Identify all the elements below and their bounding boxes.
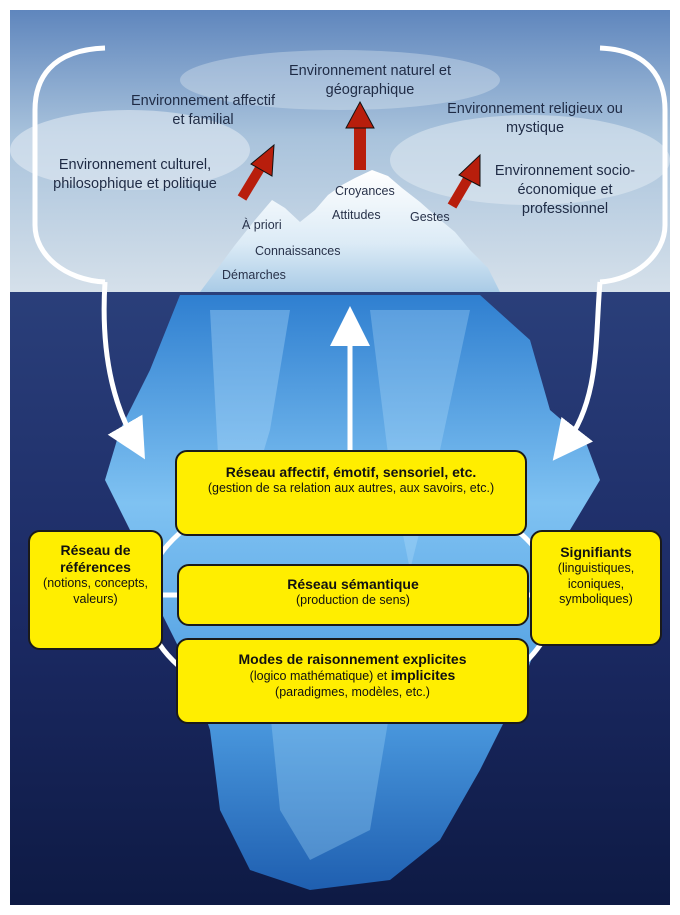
box-reseau-affectif: Réseau affectif, émotif, sensoriel, etc.… bbox=[175, 450, 527, 536]
ice-highlight bbox=[370, 310, 470, 570]
box-reseau-semantique-title: Réseau sémantique bbox=[287, 576, 419, 592]
box-modes-raisonnement-bold: implicites bbox=[390, 667, 456, 683]
box-modes-raisonnement-title: Modes de raisonnement explicites bbox=[238, 651, 467, 667]
label-environnement-culturel: Environnement culturel, philosophique et… bbox=[53, 157, 217, 192]
box-modes-raisonnement-body: (paradigmes, modèles, etc.) bbox=[275, 684, 430, 699]
box-reseau-affectif-title: Réseau affectif, émotif, sensoriel, etc. bbox=[225, 464, 477, 480]
box-signifiants-body: (linguistiques, iconiques, symboliques) bbox=[557, 561, 635, 606]
label-environnement-naturel: Environnement naturel et géographique bbox=[288, 63, 451, 98]
box-reseau-affectif-body: (gestion de sa relation aux autres, aux … bbox=[207, 481, 495, 495]
label-gestes: Gestes bbox=[410, 210, 450, 224]
label-croyances: Croyances bbox=[335, 184, 395, 198]
box-reseau-references: Réseau de références (notions, concepts,… bbox=[28, 530, 163, 650]
red-arrow-left bbox=[237, 143, 275, 201]
left-arrow bbox=[101, 281, 145, 460]
cloud bbox=[180, 50, 500, 110]
label-environnement-affectif: Environnement affectif et familial bbox=[130, 93, 275, 128]
cloud bbox=[390, 115, 670, 205]
red-arrow-center bbox=[345, 100, 375, 170]
box-signifiants: Signifiants (linguistiques, iconiques, s… bbox=[530, 530, 662, 646]
iceberg-diagram: Environnement naturel et géographique En… bbox=[10, 10, 670, 905]
box-reseau-semantique: Réseau sémantique (production de sens) bbox=[177, 564, 529, 626]
right-arrow bbox=[552, 281, 603, 461]
box-reseau-references-title: Réseau de références bbox=[60, 542, 131, 575]
label-connaissances: Connaissances bbox=[255, 244, 341, 258]
label-environnement-socio: Environnement socio-économique et profes… bbox=[494, 163, 636, 217]
ice-highlight bbox=[270, 710, 390, 860]
cloud bbox=[10, 110, 250, 190]
label-attitudes: Attitudes bbox=[332, 208, 381, 222]
red-arrow-right bbox=[447, 153, 481, 209]
label-demarches: Démarches bbox=[222, 268, 286, 282]
box-modes-raisonnement: Modes de raisonnement explicites (logico… bbox=[176, 638, 529, 724]
label-a-priori: À priori bbox=[242, 218, 282, 232]
right-brace bbox=[599, 45, 668, 285]
label-environnement-religieux: Environnement religieux ou mystique bbox=[447, 101, 623, 136]
box-signifiants-title: Signifiants bbox=[560, 544, 632, 560]
iceberg-tip bbox=[200, 170, 500, 292]
box-modes-raisonnement-mid: (logico mathématique) et bbox=[249, 669, 388, 683]
box-reseau-semantique-body: (production de sens) bbox=[296, 593, 410, 607]
box-reseau-references-body: (notions, concepts, valeurs) bbox=[43, 576, 148, 606]
left-brace bbox=[32, 45, 106, 285]
